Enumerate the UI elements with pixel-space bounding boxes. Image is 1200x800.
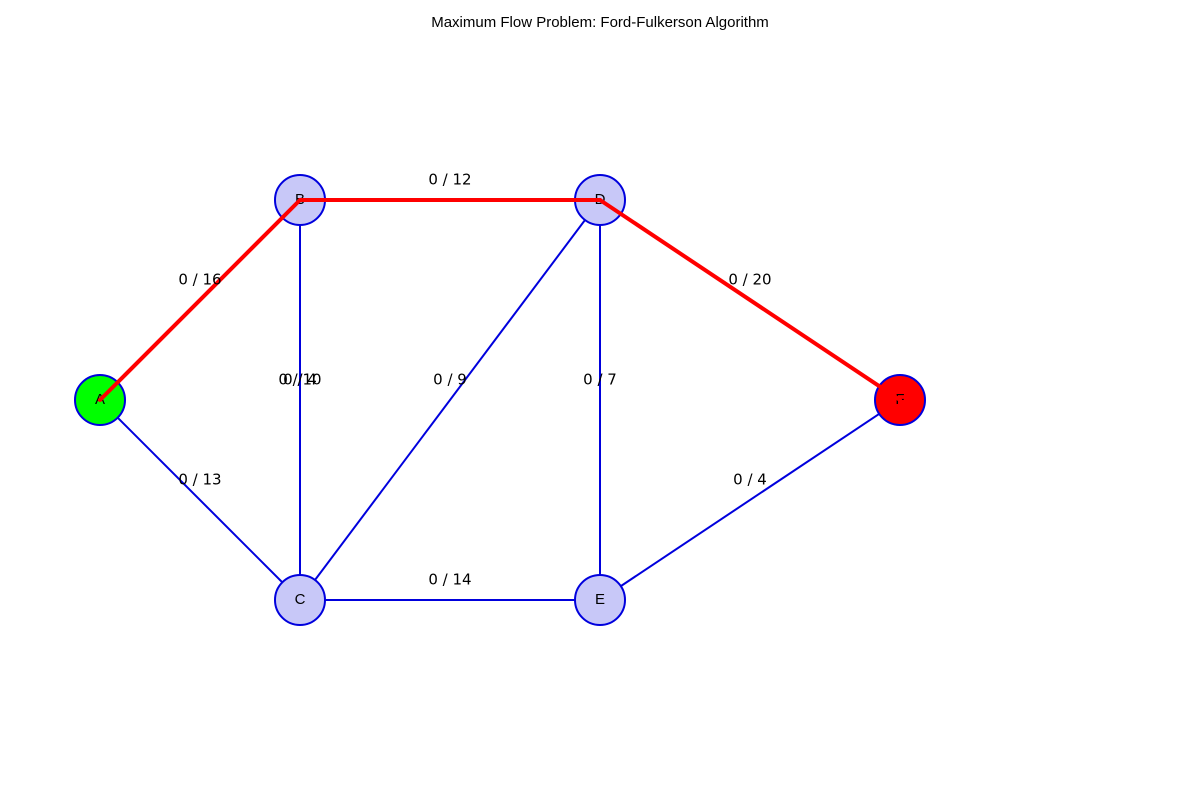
edge-label-D-E: 0 / 7	[583, 371, 617, 389]
edge-label-A-B: 0 / 16	[178, 271, 221, 289]
edge-A-C	[99, 399, 301, 601]
edge-label-A-C: 0 / 13	[178, 471, 221, 489]
node-label-e: E	[595, 591, 605, 608]
edge-label-C-B: 0 / 4	[283, 371, 317, 389]
nodes-layer: ABCDEF	[74, 174, 926, 626]
edge-label-C-E: 0 / 14	[428, 571, 471, 589]
edges-layer	[99, 199, 901, 601]
augmenting-path-layer	[98, 198, 902, 402]
augmenting-path-segment-A-B	[98, 198, 302, 402]
node-label-c: C	[295, 591, 306, 608]
edge-labels-layer: 0 / 160 / 130 / 100 / 40 / 120 / 90 / 14…	[178, 171, 771, 589]
node-circle-c	[274, 574, 326, 626]
node-c[interactable]: C	[274, 574, 326, 626]
edge-label-C-D: 0 / 9	[433, 371, 467, 389]
augmenting-path-segment-D-F	[598, 198, 902, 402]
node-e[interactable]: E	[574, 574, 626, 626]
page-title: Maximum Flow Problem: Ford-Fulkerson Alg…	[431, 14, 769, 31]
edge-label-D-F: 0 / 20	[728, 271, 771, 289]
edge-label-B-D: 0 / 12	[428, 171, 471, 189]
edge-label-E-F: 0 / 4	[733, 471, 767, 489]
edge-label-B-C: 0 / 10	[278, 371, 321, 389]
node-circle-e	[574, 574, 626, 626]
edge-E-F	[599, 399, 901, 601]
edge-C-D	[299, 199, 601, 601]
